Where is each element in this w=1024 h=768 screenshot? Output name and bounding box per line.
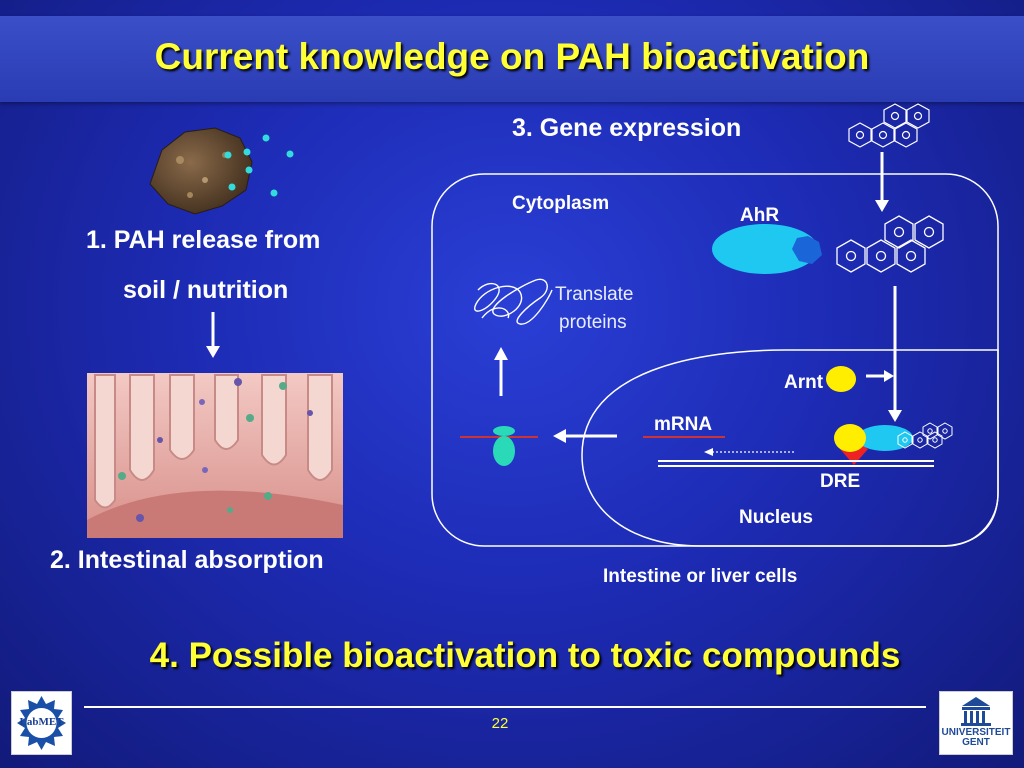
footer-divider [84,706,926,708]
ahr-label: AhR [740,205,780,226]
mrna-export-arrow [553,429,617,443]
down-arrow-left [206,312,220,358]
translate-label-line1: Translate [555,284,634,305]
cell-caption: Intestine or liver cells [603,566,798,587]
slide-title: Current knowledge on PAH bioactivation [154,36,870,77]
soil-particle-icon [149,127,253,215]
labmet-logo-text: LabMET [19,716,64,728]
ligand-icon [792,236,822,264]
step4-label: 4. Possible bioactivation to toxic compo… [149,636,901,675]
pah-complex-molecule-icon [897,422,953,449]
arnt-icon [826,366,856,392]
nucleus-entry-arrow [888,286,902,422]
dna-strand [658,460,934,467]
nucleus-label: Nucleus [739,507,813,528]
pah-bound-molecule-icon [836,215,944,273]
page-number: 22 [491,715,509,732]
step1-line1: 1. PAH release from [86,226,321,254]
ugent-logo: UNIVERSITEIT GENT [939,691,1013,755]
cytoplasm-label: Cytoplasm [512,193,610,214]
mrna-label: mRNA [654,414,713,435]
ribosome-icon [493,426,515,466]
ahr-receptor-icon [712,224,818,274]
translate-label-line2: proteins [559,312,627,333]
pah-dots-icon [224,134,294,197]
dre-label: DRE [820,471,861,492]
labmet-logo: LabMET [11,691,72,755]
pah-molecule-icon [848,103,930,148]
step3-label: 3. Gene expression [512,114,742,142]
pah-entry-arrow [875,152,889,212]
nucleus-outline [581,349,999,547]
protein-icon [474,278,553,325]
ugent-logo-line1: UNIVERSITEIT [941,727,1011,738]
step2-label: 2. Intestinal absorption [50,546,324,574]
title-bar [0,16,1024,102]
arnt-label: Arnt [784,372,824,393]
transcription-arrow [704,448,794,456]
step1-line2: soil / nutrition [123,276,289,304]
intestine-villi-image [87,373,343,538]
ugent-logo-line2: GENT [962,737,990,748]
arnt-complex-icon [834,424,866,452]
arnt-arrow [866,370,894,382]
translation-arrow [494,347,508,396]
